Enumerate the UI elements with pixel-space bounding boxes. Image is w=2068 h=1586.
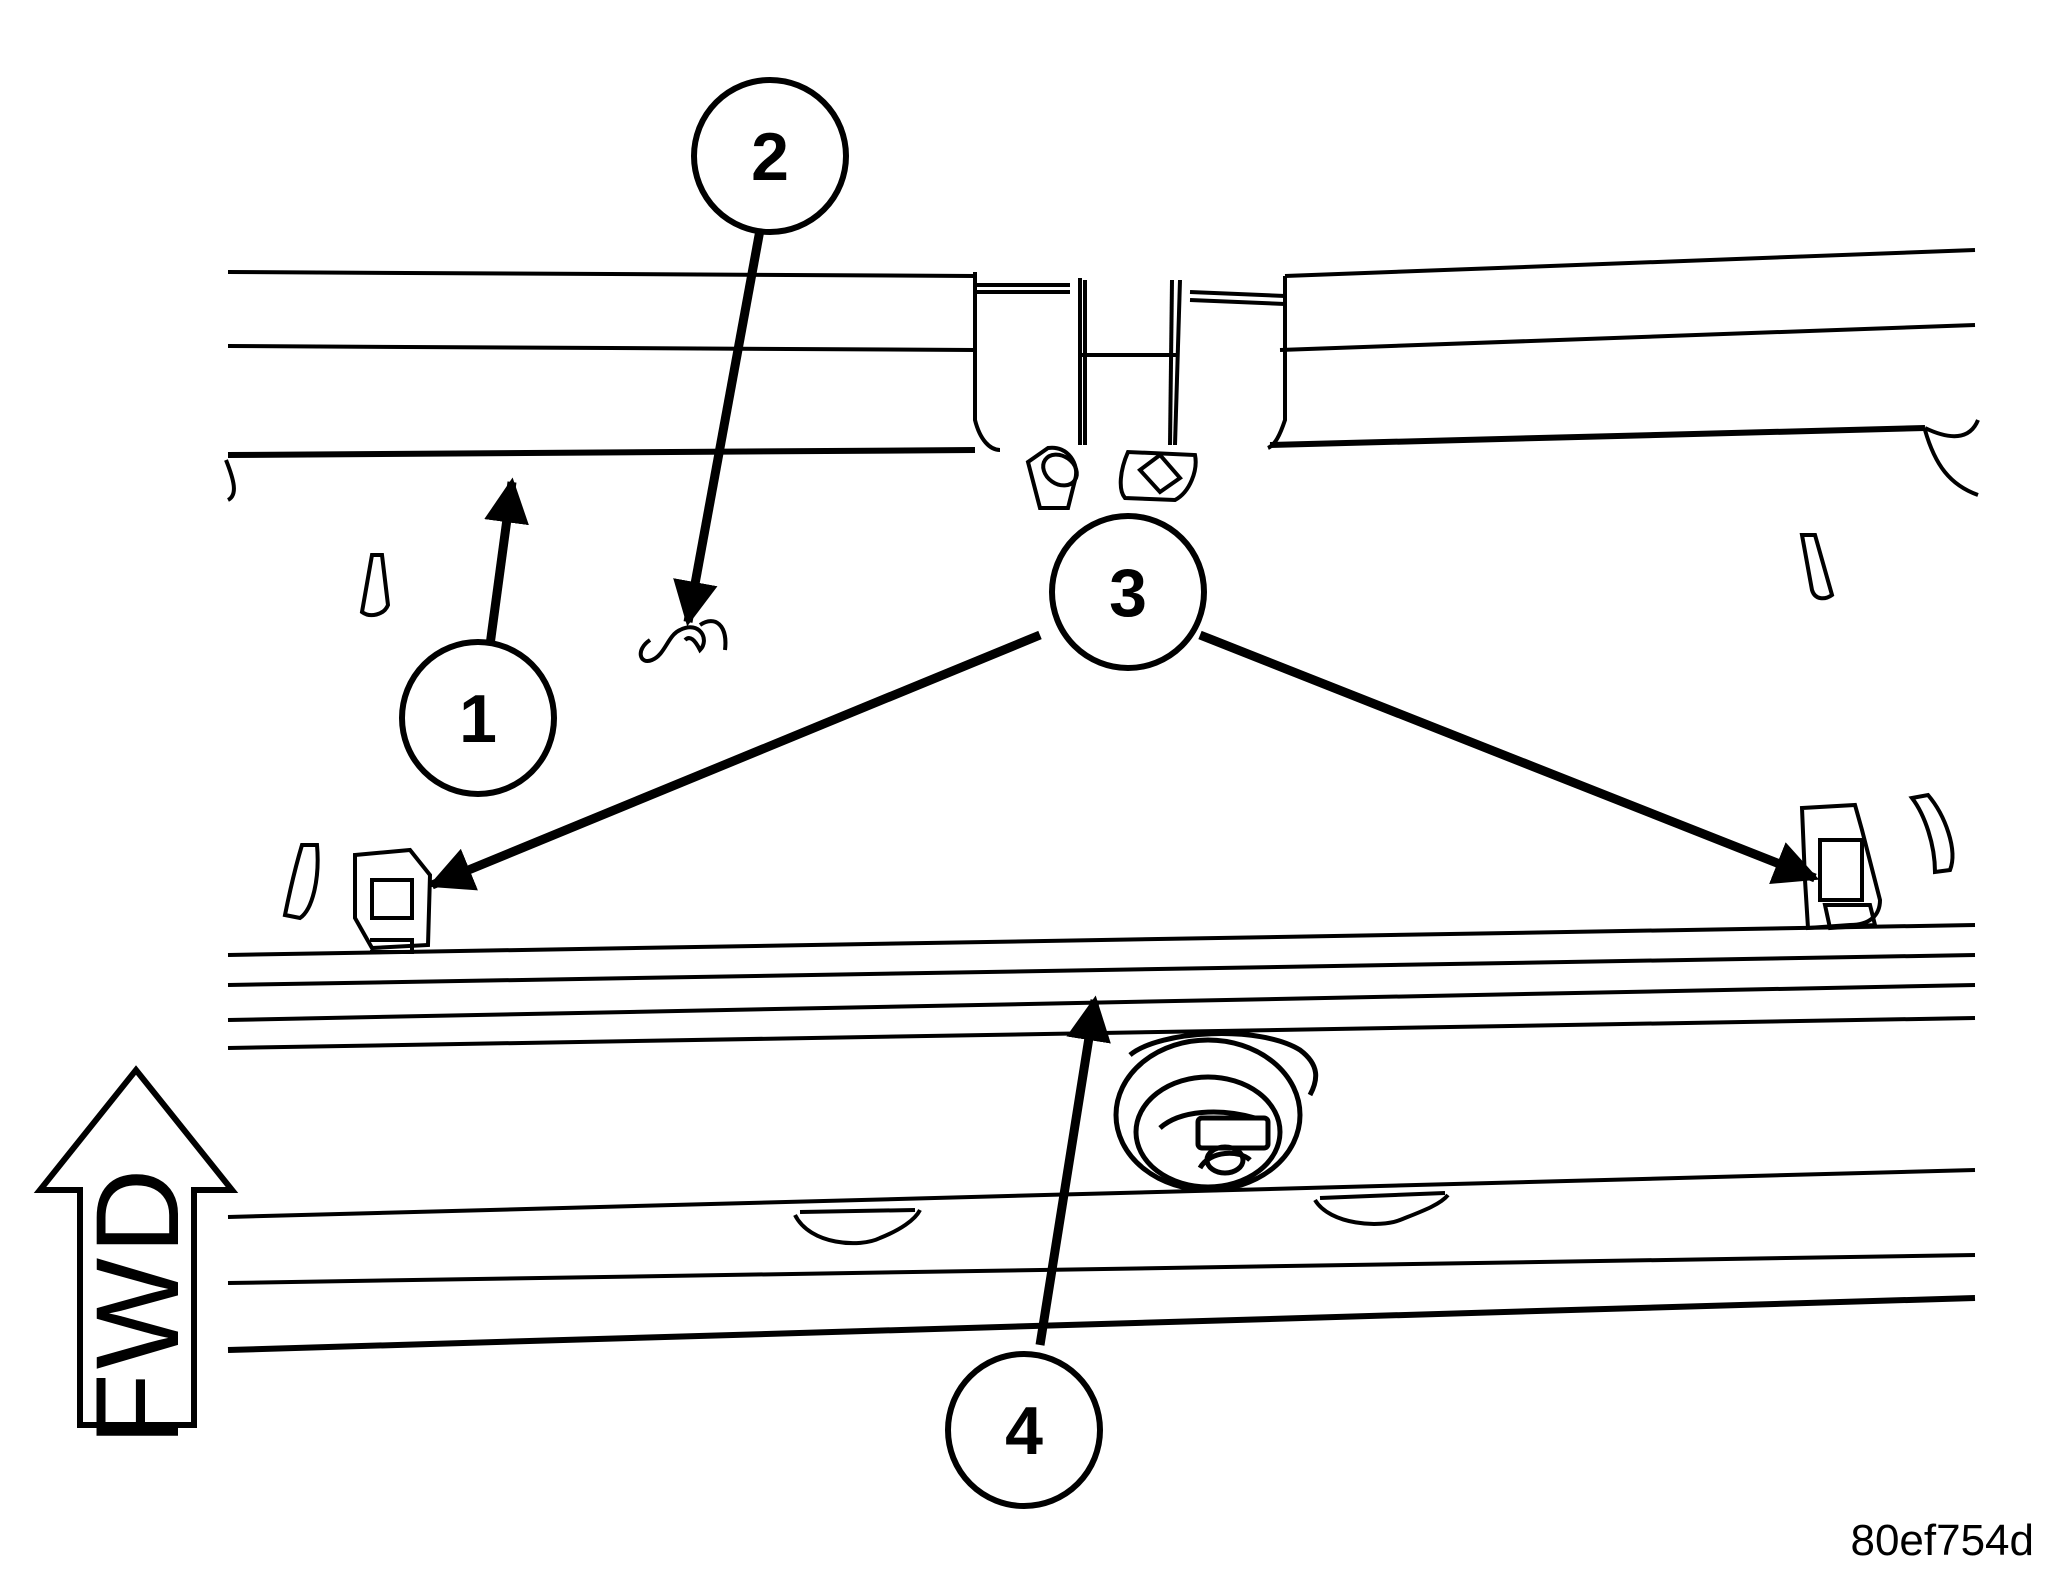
- svg-text:4: 4: [1005, 1393, 1043, 1469]
- center-bracket: [973, 272, 1287, 510]
- svg-text:1: 1: [459, 681, 497, 757]
- leader-3-left: [427, 630, 1042, 891]
- leader-4: [1035, 995, 1111, 1346]
- lower-clip-left: [282, 843, 433, 954]
- lower-clip-right: [1799, 792, 1955, 931]
- upper-rail: [224, 248, 1980, 502]
- leader-2: [673, 229, 765, 627]
- callout-3: 3: [1049, 513, 1207, 671]
- callout-4: 4: [945, 1351, 1103, 1509]
- figure-reference-code: 80ef754d: [1850, 1516, 2034, 1565]
- forward-arrow-icon: FWD: [33, 1065, 239, 1446]
- svg-text:2: 2: [751, 119, 789, 195]
- round-switch: [1113, 1031, 1319, 1193]
- leader-lines: [427, 229, 1820, 1346]
- leader-1: [484, 477, 529, 646]
- callout-2: 2: [691, 77, 849, 235]
- upper-tabs: [359, 533, 1835, 618]
- retaining-clip: [638, 619, 728, 663]
- svg-text:3: 3: [1109, 555, 1147, 631]
- callout-1: 1: [399, 639, 557, 797]
- leader-3-right: [1198, 630, 1820, 885]
- forward-label: FWD: [72, 1165, 204, 1446]
- lower-rail: [227, 923, 1976, 1353]
